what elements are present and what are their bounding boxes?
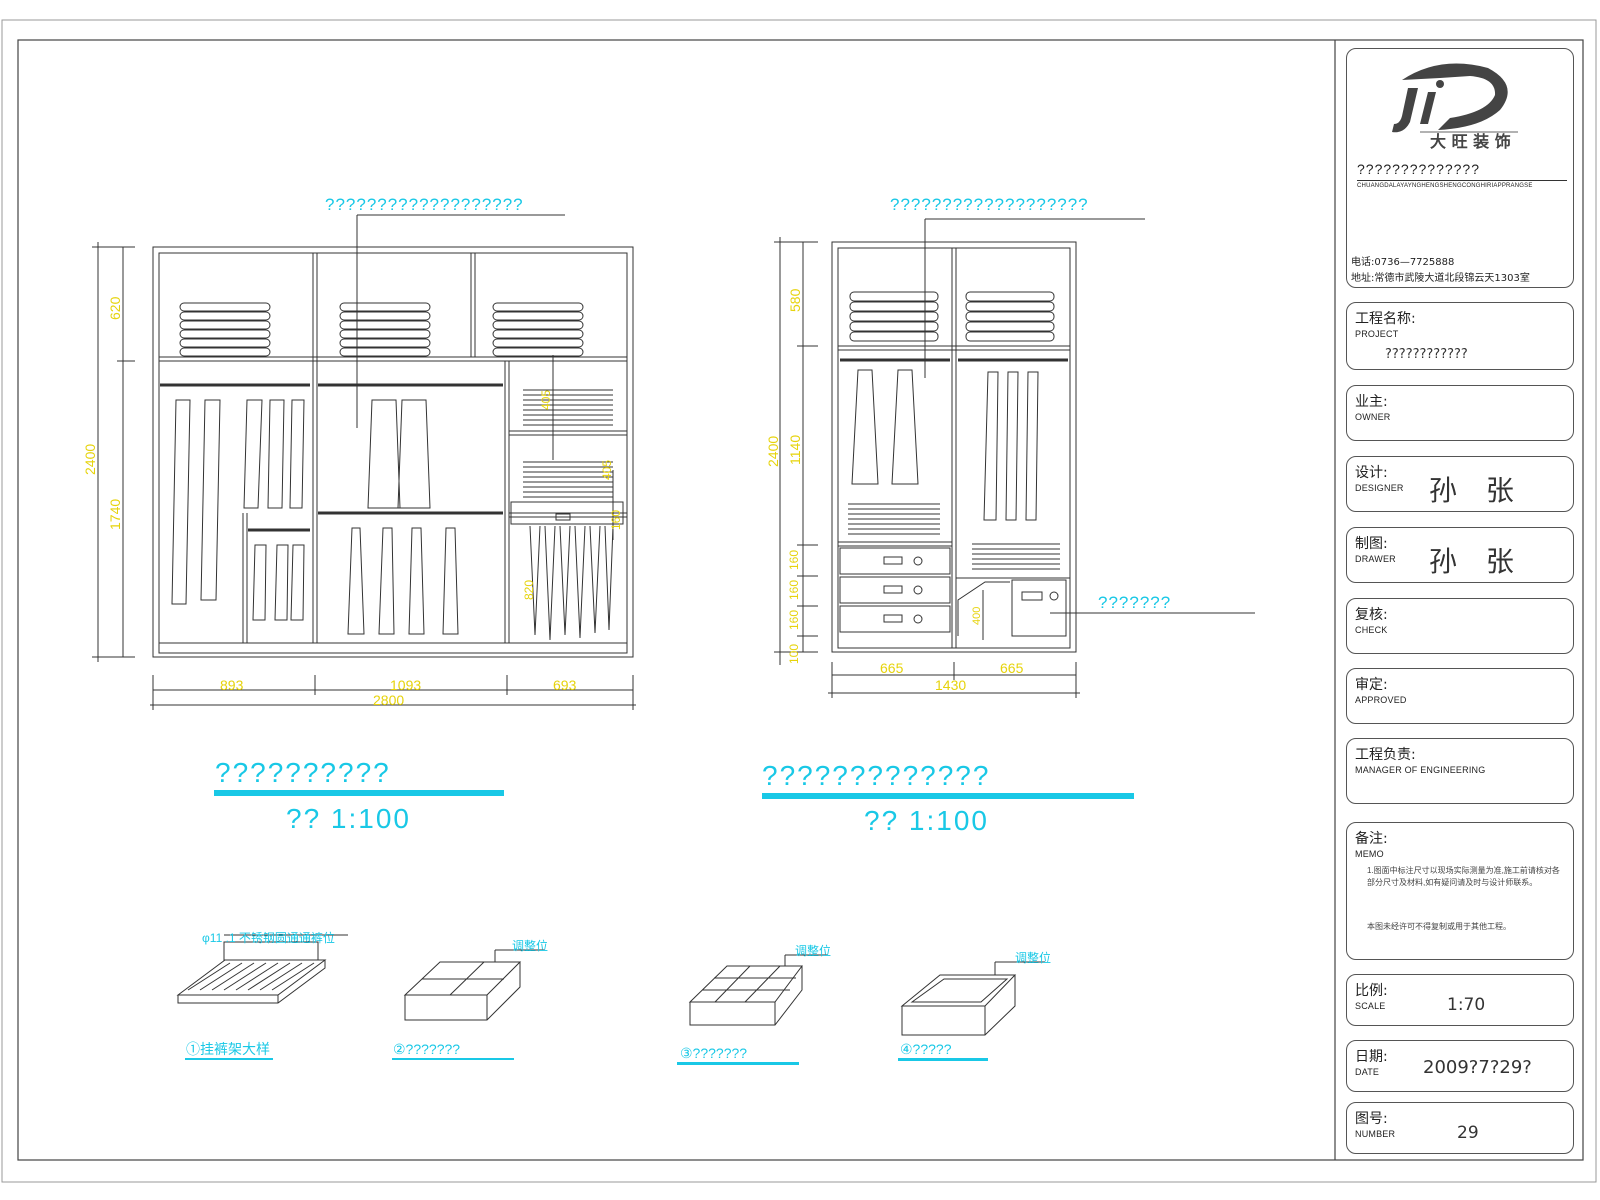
dim-right-width-2: 665 xyxy=(1000,660,1024,676)
number-label: 图号: xyxy=(1355,1111,1388,1127)
detail-1-callout: φ11 .1 不锈钢圆通通裤位 xyxy=(202,930,335,945)
drawer-label: 制图: xyxy=(1355,536,1388,552)
number-box: 图号: NUMBER 29 xyxy=(1346,1102,1574,1154)
safe-callout-text: ??????? xyxy=(1098,593,1171,612)
owner-sub: OWNER xyxy=(1355,412,1391,422)
drawer-value: 孙 张 xyxy=(1429,545,1524,578)
manager-label: 工程负责: xyxy=(1355,747,1416,763)
company-logo: 大 旺 装 饰 xyxy=(1392,63,1518,151)
dim-left-width-1: 893 xyxy=(220,677,244,693)
company-name-en: CHUANGDALAYAYNGHENGSHENGCONGHIRIAPPRANGS… xyxy=(1357,183,1533,189)
svg-text:大 旺 装 饰: 大 旺 装 饰 xyxy=(1430,132,1511,151)
detail-2-label: ②??????? xyxy=(393,1041,460,1057)
inner-border xyxy=(17,39,1584,1161)
dim-right-h3: 160 xyxy=(787,550,801,570)
designer-box: 设计: DESIGNER 孙 张 xyxy=(1346,456,1574,512)
right-view-title: ????????????? xyxy=(762,760,990,791)
dim-right-height: 2400 xyxy=(765,436,781,467)
drawer-box: 制图: DRAWER 孙 张 xyxy=(1346,527,1574,583)
company-address: 地址:常德市武陵大道北段锦云天1303室 xyxy=(1351,273,1530,284)
dim-left-width-3: 693 xyxy=(553,677,577,693)
dim-right-h2: 1140 xyxy=(787,435,803,465)
detail-2-underline xyxy=(392,1058,514,1060)
left-callout-text: ??????????????????? xyxy=(325,195,524,214)
date-value: 2009?7?29? xyxy=(1423,1057,1532,1078)
right-title-underline xyxy=(762,793,1134,799)
check-sub: CHECK xyxy=(1355,625,1388,635)
dim-left-h1: 620 xyxy=(107,296,123,320)
detail-1-label: ①挂裤架大样 xyxy=(186,1041,270,1057)
memo-sub: MEMO xyxy=(1355,849,1384,859)
date-label: 日期: xyxy=(1355,1049,1388,1065)
dim-right-h1: 580 xyxy=(787,288,803,312)
company-name: ?????????????? xyxy=(1357,161,1481,177)
dim-right-width-1: 665 xyxy=(880,660,904,676)
designer-sub: DESIGNER xyxy=(1355,483,1404,493)
dim-right-h6: 100 xyxy=(787,644,801,664)
approved-label: 审定: xyxy=(1355,677,1388,693)
drawer-sub: DRAWER xyxy=(1355,554,1396,564)
memo-label: 备注: xyxy=(1355,831,1388,847)
check-label: 复核: xyxy=(1355,607,1388,623)
dim-left-h2: 1740 xyxy=(107,499,123,530)
detail-4-label: ④????? xyxy=(900,1041,952,1057)
dim-left-total: 2800 xyxy=(373,692,404,708)
detail-4-callout: 调整位 xyxy=(1015,950,1051,965)
dim-right-inner-1: 400 xyxy=(971,607,983,625)
detail-sketches xyxy=(176,934,1045,1036)
owner-box: 业主: OWNER xyxy=(1346,385,1574,441)
scale-sub: SCALE xyxy=(1355,1001,1386,1011)
dim-left-inner-1: 405 xyxy=(539,390,553,410)
right-wardrobe-elevation xyxy=(774,218,1255,698)
project-sub: PROJECT xyxy=(1355,329,1399,339)
scale-value: 1:70 xyxy=(1447,995,1486,1015)
dim-right-total: 1430 xyxy=(935,677,966,693)
designer-value: 孙 张 xyxy=(1429,474,1524,507)
detail-3-underline xyxy=(677,1062,799,1065)
dim-left-inner-3: 160 xyxy=(609,510,623,530)
manager-box: 工程负责: MANAGER OF ENGINEERING xyxy=(1346,738,1574,804)
date-sub: DATE xyxy=(1355,1067,1380,1077)
project-box: 工程名称: PROJECT ???????????? xyxy=(1346,302,1574,370)
company-box: ?????????????? CHUANGDALAYAYNGHENGSHENGC… xyxy=(1346,48,1574,288)
dim-left-inner-2: 405 xyxy=(600,460,614,480)
memo-text-1: 1.图面中标注尺寸以现场实际测量为准,施工前请核对各部分尺寸及材料,如有疑问请及… xyxy=(1367,866,1560,887)
dim-left-height: 2400 xyxy=(82,444,98,475)
detail-1-underline xyxy=(185,1058,273,1060)
number-value: 29 xyxy=(1457,1123,1479,1143)
detail-2-callout: 调整位 xyxy=(512,938,548,953)
detail-3-label: ③??????? xyxy=(680,1045,747,1061)
date-box: 日期: DATE 2009?7?29? xyxy=(1346,1040,1574,1092)
number-sub: NUMBER xyxy=(1355,1129,1396,1139)
detail-4-underline xyxy=(898,1058,988,1061)
right-callout-text: ??????????????????? xyxy=(890,195,1089,214)
owner-label: 业主: xyxy=(1355,394,1388,410)
left-title-underline xyxy=(214,790,504,796)
memo-text-2: 本图未经许可不得复制或用于其他工程。 xyxy=(1367,922,1511,931)
right-view-scale: ?? 1:100 xyxy=(864,805,989,836)
left-wardrobe-elevation xyxy=(92,214,636,710)
project-label: 工程名称: xyxy=(1355,311,1416,327)
project-value: ???????????? xyxy=(1385,347,1468,362)
left-view-scale: ?? 1:100 xyxy=(286,803,411,834)
company-phone: 电话:0736—7725888 xyxy=(1351,257,1455,268)
approved-box: 审定: APPROVED xyxy=(1346,668,1574,724)
dim-right-h4: 160 xyxy=(787,580,801,600)
dim-left-inner-4: 820 xyxy=(522,580,536,600)
approved-sub: APPROVED xyxy=(1355,695,1407,705)
company-rule xyxy=(1357,180,1567,181)
dim-left-width-2: 1093 xyxy=(390,677,421,693)
left-view-title: ?????????? xyxy=(215,757,391,788)
check-box: 复核: CHECK xyxy=(1346,598,1574,654)
dim-right-h5: 160 xyxy=(787,610,801,630)
scale-label: 比例: xyxy=(1355,983,1388,999)
detail-3-callout: 调整位 xyxy=(795,943,831,958)
outer-border xyxy=(1,19,1597,1183)
scale-box: 比例: SCALE 1:70 xyxy=(1346,974,1574,1026)
designer-label: 设计: xyxy=(1355,465,1388,481)
memo-box: 备注: MEMO 1.图面中标注尺寸以现场实际测量为准,施工前请核对各部分尺寸及… xyxy=(1346,822,1574,960)
manager-sub: MANAGER OF ENGINEERING xyxy=(1355,765,1486,775)
